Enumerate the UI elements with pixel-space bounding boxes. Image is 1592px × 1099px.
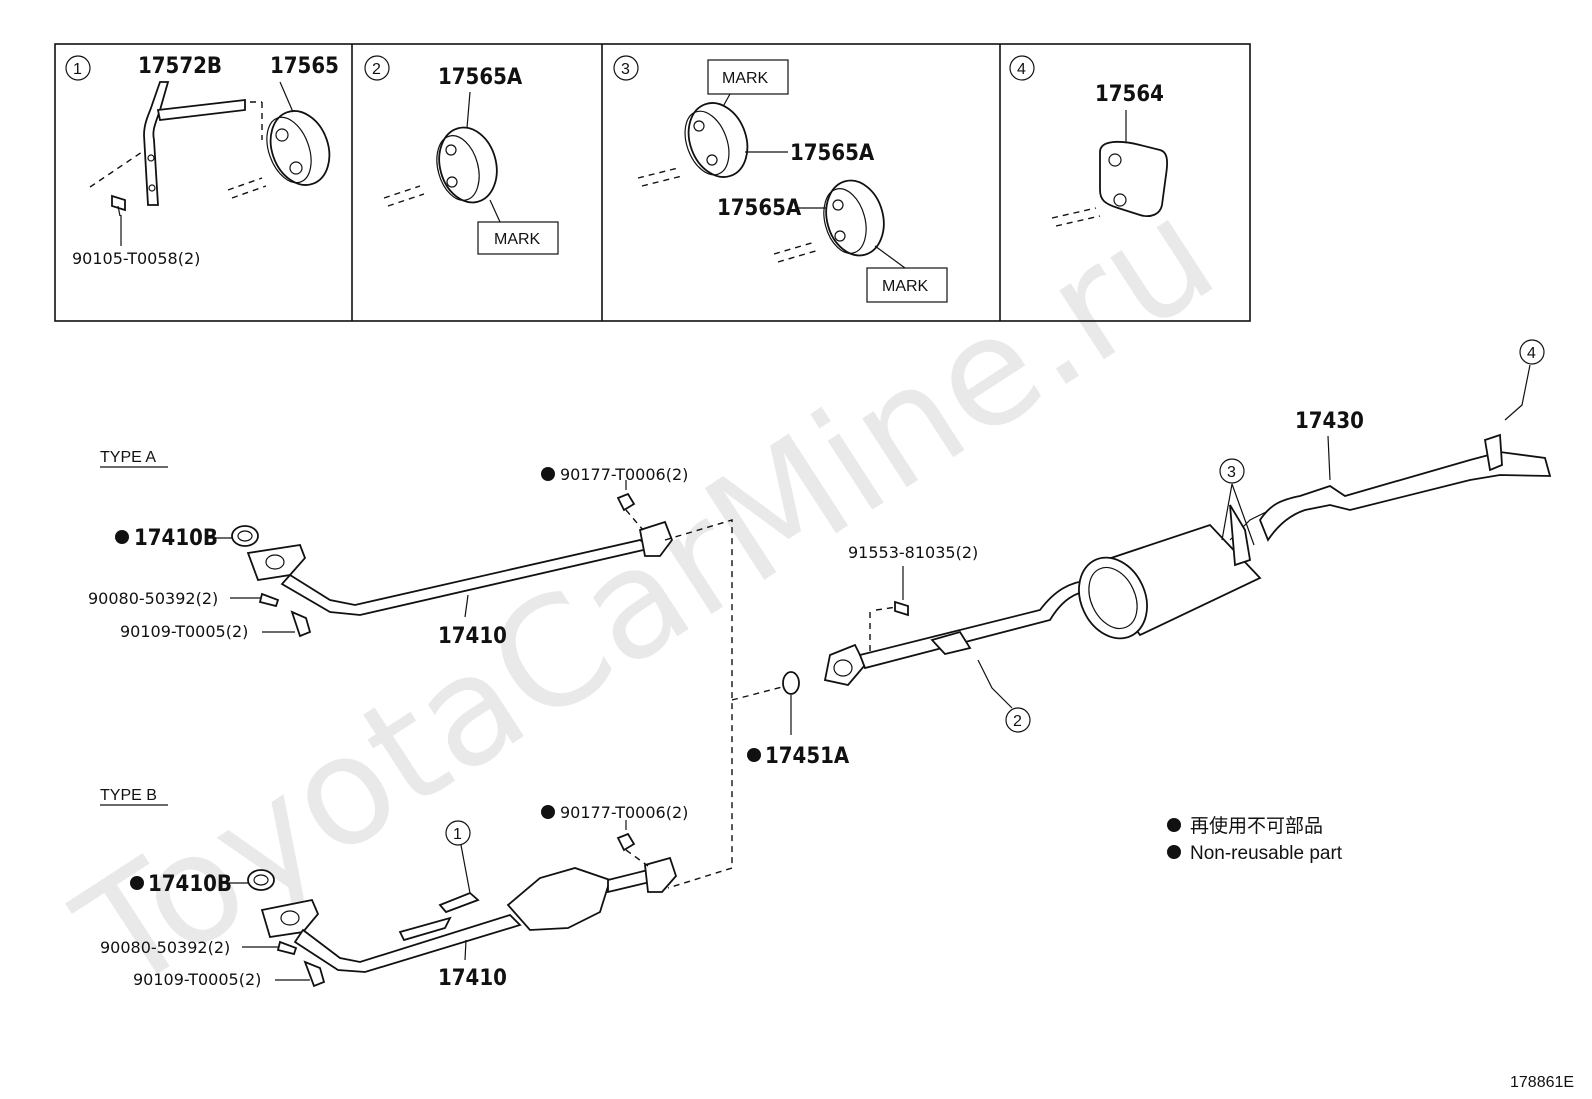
panel-4: 4 17564: [1009, 55, 1168, 227]
tail-pipe-label: 17430: [1295, 409, 1364, 434]
legend-jp: 再使用不可部品: [1190, 815, 1323, 837]
type-b-pipe[interactable]: [293, 913, 522, 973]
type-b-stud-label: 90080-50392(2): [100, 938, 230, 957]
panel-4-number: 4: [1017, 61, 1026, 78]
mark-box-p2: [477, 221, 559, 255]
type-a-flange[interactable]: [246, 544, 307, 582]
type-b-bolt-label: 90109-T0005(2): [133, 970, 261, 989]
part-17572B-label: 17572B: [138, 54, 222, 79]
document-id: 178861E: [1510, 1074, 1574, 1091]
mark-label-p3-top: MARK: [722, 70, 769, 87]
part-17565A-label-p3-bottom: 17565A: [717, 196, 802, 221]
bracket-17572B[interactable]: [143, 81, 170, 206]
panel-frame: [54, 43, 1251, 322]
part-17565A-label-p3-top: 17565A: [790, 141, 875, 166]
type-b-nut-label: 90177-T0006(2): [560, 803, 688, 822]
bolt-91553-label: 91553-81035(2): [848, 543, 978, 562]
type-a-gasket[interactable]: [231, 525, 259, 547]
ref-3: 3: [1227, 464, 1236, 481]
hanger-17565A-p2[interactable]: [431, 121, 505, 209]
hanger-17565A-p3-top[interactable]: [679, 95, 758, 186]
type-b-label: TYPE B: [100, 787, 157, 804]
type-a-stud-label: 90080-50392(2): [88, 589, 218, 608]
panel-2-number: 2: [372, 61, 381, 78]
type-a-nut-label: 90177-T0006(2): [560, 465, 688, 484]
mark-label-p3-bottom: MARK: [882, 278, 929, 295]
type-b-gasket-label: 17410B: [148, 872, 232, 897]
legend: 再使用不可部品 Non-reusable part: [1167, 815, 1343, 864]
type-a-label: TYPE A: [100, 449, 156, 466]
bolt-90105-label: 90105-T0058(2): [72, 249, 200, 268]
tail-flange[interactable]: [823, 643, 867, 686]
ref-2: 2: [1013, 713, 1022, 730]
type-b-pipe-label: 17410: [438, 966, 507, 991]
hanger-17565A-p3-bottom[interactable]: [818, 174, 892, 262]
part-17564-label: 17564: [1095, 82, 1164, 107]
mark-label-p2: MARK: [494, 231, 541, 248]
tail-pipe-17430[interactable]: [1258, 451, 1552, 542]
hanger-17564[interactable]: [1099, 140, 1168, 218]
type-a-group: TYPE A 17410B 17410 90080-50392(2) 90109…: [88, 449, 688, 649]
gasket-17451A[interactable]: [782, 671, 800, 695]
legend-en: Non-reusable part: [1190, 843, 1343, 864]
panel-3-number: 3: [621, 61, 630, 78]
panel-1: 1 17572B 17565 90105-T0058(2): [65, 54, 340, 268]
part-17565-label: 17565: [270, 54, 339, 79]
panel-1-number: 1: [73, 61, 82, 78]
type-a-gasket-label: 17410B: [134, 526, 218, 551]
mark-box-p3-bottom: [866, 267, 948, 303]
type-b-ref-1: 1: [453, 826, 462, 843]
panel-3: 3 MARK 17565A 17565A MARK: [613, 55, 948, 303]
type-b-flange[interactable]: [260, 898, 320, 939]
connect-dash: [664, 519, 733, 889]
panel-2: 2 17565A MARK: [364, 55, 559, 255]
center-gasket-group: 17451A: [747, 671, 850, 769]
ref-4: 4: [1527, 345, 1536, 362]
gasket-17451A-label: 17451A: [765, 744, 850, 769]
catalytic-converter[interactable]: [506, 867, 612, 931]
part-17565A-label-p2: 17565A: [438, 65, 523, 90]
tail-front-pipe[interactable]: [858, 579, 1094, 670]
type-a-bolt-label: 90109-T0005(2): [120, 622, 248, 641]
hanger-17565[interactable]: [261, 103, 340, 194]
mark-box-p3-top: [707, 59, 789, 95]
type-b-group: TYPE B 17410B 1 17410 90080-50392(2) 901…: [100, 787, 688, 991]
type-b-gasket[interactable]: [247, 869, 275, 891]
tail-pipe-group: 91553-81035(2) 2 3 17430 4: [823, 339, 1552, 733]
type-a-pipe-label: 17410: [438, 624, 507, 649]
